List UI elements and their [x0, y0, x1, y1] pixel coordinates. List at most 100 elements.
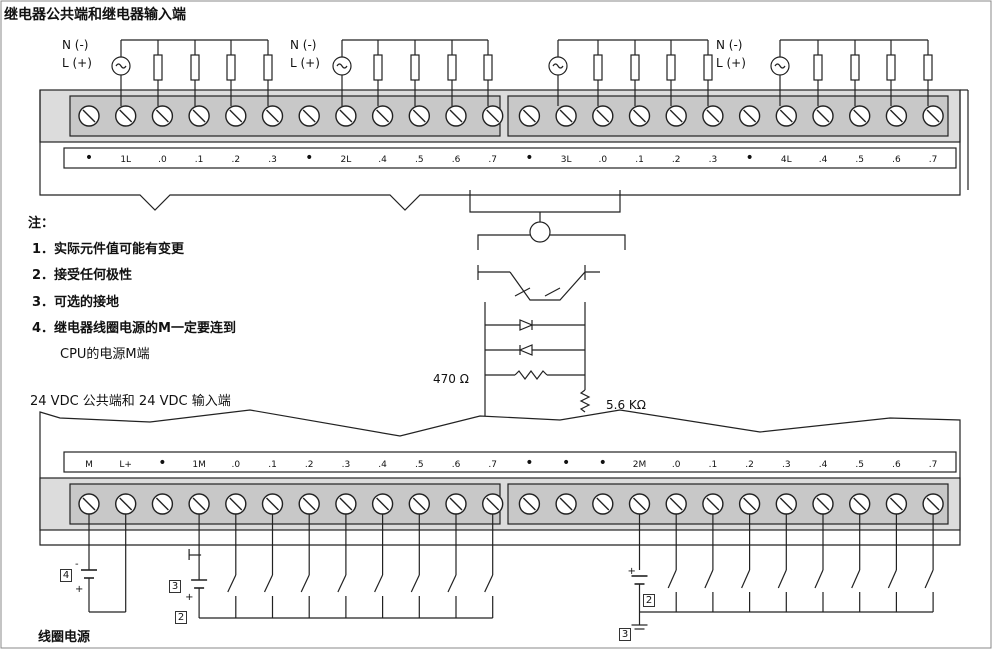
top-terminal-label-5: .3	[268, 155, 277, 165]
bottom-terminal-strip-right	[507, 483, 949, 525]
top-screw-slot-19	[779, 109, 793, 123]
top-terminal-label-8: .4	[378, 155, 387, 165]
input-switch-8	[374, 574, 384, 593]
bottom-screw-slot-5	[266, 497, 279, 511]
marker-3-right: 3	[619, 628, 631, 641]
top-screw-slot-22	[889, 109, 903, 123]
bottom-screw-slot-10	[449, 497, 463, 511]
load-1-1	[190, 54, 200, 81]
top-screw-slot-4	[229, 109, 243, 123]
top-terminal-label-22: .6	[892, 155, 901, 165]
top-terminal-label-18: •	[745, 150, 753, 166]
diode2	[518, 344, 533, 356]
bottom-screw-slot-9	[412, 497, 426, 511]
input-switch-4	[227, 574, 237, 593]
note-item-2: 2．接受任何极性	[32, 268, 133, 283]
top-terminal-label-9: .5	[415, 155, 424, 165]
ac-source-3-wave	[552, 63, 564, 69]
supply1-l-label: L (+)	[62, 56, 92, 70]
bottom-terminal-label-10: .6	[452, 460, 461, 470]
load-1-2	[226, 54, 236, 81]
bottom-screw-slot-13	[559, 497, 573, 511]
top-terminal-label-17: .3	[709, 155, 718, 165]
bottom-screw-slot-20	[816, 497, 830, 511]
bottom-terminal-label-9: .5	[415, 460, 424, 470]
bottom-terminal-label-13: •	[562, 455, 570, 471]
bottom-screw-slot-0	[82, 497, 96, 511]
resistor-5k6-label: 5.6 KΩ	[606, 398, 646, 412]
r470	[514, 370, 548, 380]
bottom-terminal-label-4: .0	[232, 460, 241, 470]
bottom-terminal-label-12: •	[525, 455, 533, 471]
supply4-l-label: L (+)	[716, 56, 746, 70]
top-screw-slot-9	[412, 109, 426, 123]
diode1	[519, 319, 534, 331]
load-2-1	[410, 54, 420, 81]
ac-source-1-wave	[115, 63, 127, 69]
note-item-4-continued: CPU的电源M端	[60, 347, 150, 362]
load-1-0	[153, 54, 163, 81]
input2-switch-18	[741, 569, 751, 589]
ac-source-4-wave	[774, 63, 786, 69]
top-screw-slot-12	[522, 109, 536, 123]
top-screw-slot-1	[119, 109, 133, 123]
bottom-terminal-label-5: .1	[268, 460, 277, 470]
bottom-screw-slot-18	[743, 497, 757, 511]
marker-2-left: 2	[175, 611, 187, 624]
marker-2-right: 2	[643, 594, 655, 607]
bottom-terminal-label-14: •	[599, 455, 607, 471]
top-screw-slot-21	[853, 109, 867, 123]
input-switch-7	[337, 574, 347, 593]
input2-switch-17	[704, 569, 714, 589]
marker-4: 4	[60, 569, 72, 582]
input2-switch-20	[814, 569, 824, 589]
top-terminal-label-0: •	[85, 150, 93, 166]
top-terminal-label-1: 1L	[120, 155, 131, 165]
bottom-screw-slot-11	[486, 497, 500, 511]
bottom-terminal-label-19: .3	[782, 460, 791, 470]
supply4-n-label: N (-)	[716, 38, 743, 52]
bottom-screw-slot-22	[889, 497, 903, 511]
input2-switch-23	[924, 569, 934, 589]
supply2-n-label: N (-)	[290, 38, 317, 52]
bottom-terminal-label-16: .0	[672, 460, 681, 470]
top-section-title: 继电器公共端和继电器输入端	[4, 7, 186, 23]
bottom-screw-slot-2	[155, 497, 169, 511]
supply2-l-label: L (+)	[290, 56, 320, 70]
top-terminal-label-3: .1	[195, 155, 204, 165]
load-4-2	[886, 54, 896, 81]
top-screw-slot-2	[155, 109, 169, 123]
top-terminal-label-15: .1	[635, 155, 644, 165]
top-terminal-label-12: •	[525, 150, 533, 166]
bottom-terminal-label-20: .4	[819, 460, 828, 470]
input2-switch-22	[887, 569, 897, 589]
load-4-1	[850, 54, 860, 81]
load-3-2	[666, 54, 676, 81]
load-4-0	[813, 54, 823, 81]
input-switch-6	[300, 574, 310, 593]
coil-power-label: 线圈电源	[38, 630, 91, 645]
polarity-mark-3: +	[628, 566, 636, 577]
bottom-terminal-label-22: .6	[892, 460, 901, 470]
marker-3-left: 3	[169, 580, 181, 593]
polarity-mark-2: +	[185, 592, 193, 603]
supply1-n-label: N (-)	[62, 38, 89, 52]
top-terminal-label-16: .2	[672, 155, 681, 165]
top-screw-slot-6	[302, 109, 316, 123]
r5k6	[579, 389, 591, 413]
top-terminal-label-20: .4	[819, 155, 828, 165]
input2-switch-19	[777, 569, 787, 589]
top-terminal-label-19: 4L	[781, 155, 792, 165]
input-switch-5	[263, 574, 274, 593]
bottom-terminal-label-2: •	[158, 455, 166, 471]
bottom-terminal-label-15: 2M	[633, 460, 647, 470]
bottom-screw-slot-17	[706, 497, 720, 511]
bottom-screw-slot-3	[192, 497, 206, 511]
opto-arrows	[514, 287, 561, 297]
top-screw-slot-13	[559, 109, 573, 123]
bottom-terminal-label-21: .5	[855, 460, 864, 470]
top-terminal-label-21: .5	[855, 155, 864, 165]
bottom-terminal-label-0: M	[85, 460, 93, 470]
